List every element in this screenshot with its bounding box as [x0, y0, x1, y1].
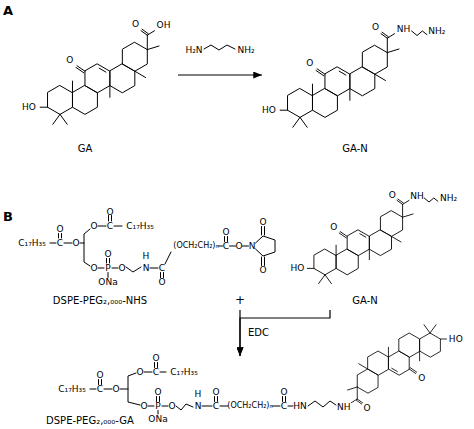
atom-label: O [96, 371, 103, 380]
atom-label: O [372, 23, 379, 32]
atom-label: O [112, 385, 119, 394]
atom-label: O [259, 218, 266, 227]
ethylene-linker [412, 31, 427, 36]
atom-label: N [249, 242, 256, 251]
atom-label: HO [262, 106, 276, 115]
atom-label: ONa [98, 278, 117, 287]
atom-label: O [152, 354, 159, 363]
atom-label: O [154, 388, 161, 397]
atom-label: O [106, 208, 113, 217]
atom-label: O [90, 222, 97, 231]
compound-name: GA-N [352, 295, 377, 306]
atom-label: O [118, 264, 125, 273]
atom-label: O [140, 402, 147, 411]
atom-label: O [132, 20, 139, 29]
atom-label: NH₂ [237, 46, 254, 55]
atom-label: C [223, 242, 229, 251]
ethylenediamine-chain [204, 45, 235, 50]
compound-name: DSPE-PEG₂,₀₀₀-GA [46, 415, 134, 426]
atom-label: NH [397, 25, 411, 34]
dspe-peg-nhs-bonds [50, 216, 275, 278]
compound-structure: GA [18, 10, 178, 160]
atom-label: NH [337, 402, 351, 411]
atom-label: O [90, 264, 97, 273]
atom-label: O [363, 404, 370, 413]
atom-label: C [153, 368, 159, 377]
atom-label: O [212, 388, 219, 397]
atom-label: C [57, 239, 63, 248]
atom-label: + [235, 294, 245, 306]
atom-label: O [136, 368, 143, 377]
atom-label: NH₂ [440, 194, 457, 203]
ga-skeleton [40, 29, 159, 124]
atom-label: H [143, 252, 150, 261]
atom-label: (OCH₂CH₂)ₙ [173, 242, 218, 250]
compound-name: GA-N [342, 143, 367, 154]
atom-label: O [72, 239, 79, 248]
atom-label: C₁₇H₃₅ [170, 368, 197, 377]
atom-label: (OCH₂CH₂)ₙ [227, 402, 272, 410]
panel-letter: A [3, 4, 13, 17]
atom-label: O [418, 374, 425, 383]
atom-label: O [389, 190, 396, 199]
ga-n-skeleton [307, 199, 413, 284]
reagent-label: EDC [247, 328, 270, 338]
atom-label: O [222, 228, 229, 237]
atom-label: NH₂ [428, 27, 445, 36]
ethylene-linker [424, 198, 438, 202]
atom-label: C [281, 402, 287, 411]
atom-label: O [56, 225, 63, 234]
atom-label: C₁₇H₃₅ [18, 239, 45, 248]
atom-label: C [97, 385, 103, 394]
reaction-arrow [178, 74, 262, 75]
atom-label: N [195, 402, 202, 411]
atom-label: O [66, 56, 73, 65]
atom-label: HO [291, 264, 305, 273]
atom-label: O [259, 266, 266, 275]
atom-label: P [105, 264, 110, 273]
atom-label: O [168, 402, 175, 411]
atom-label: OH [157, 21, 171, 30]
atom-label: C [107, 222, 113, 231]
atom-label: H [195, 390, 202, 399]
atom-label: O [158, 278, 165, 287]
atom-label: HO [449, 335, 463, 344]
dspe-peg-ga-bonds [90, 363, 336, 415]
atom-label: NH [410, 192, 424, 201]
atom-label: O [104, 250, 111, 259]
panel-letter: B [3, 210, 13, 223]
atom-label: H₂N [185, 46, 202, 55]
atom-label: HN [293, 402, 307, 411]
ga-skeleton [348, 325, 447, 404]
atom-label: O [330, 222, 337, 231]
compound-name: GA [78, 143, 93, 154]
atom-label: P [155, 402, 160, 411]
atom-label: O [280, 388, 287, 397]
atom-label: O [235, 242, 242, 251]
atom-label: O [306, 59, 313, 68]
atom-label: HO [22, 103, 36, 112]
atom-label: C₁₇H₃₅ [126, 222, 153, 231]
atom-label: ONa [148, 415, 167, 424]
reaction-arrow [240, 310, 330, 356]
compound-structure: GA-N [290, 186, 460, 310]
compound-name: DSPE-PEG₂,₀₀₀-NHS [53, 295, 147, 306]
atom-label: C [159, 264, 165, 273]
ga-n-skeleton [280, 32, 399, 127]
atom-label: N [143, 264, 150, 273]
atom-label: C [213, 402, 219, 411]
atom-label: C₁₇H₃₅ [58, 385, 85, 394]
